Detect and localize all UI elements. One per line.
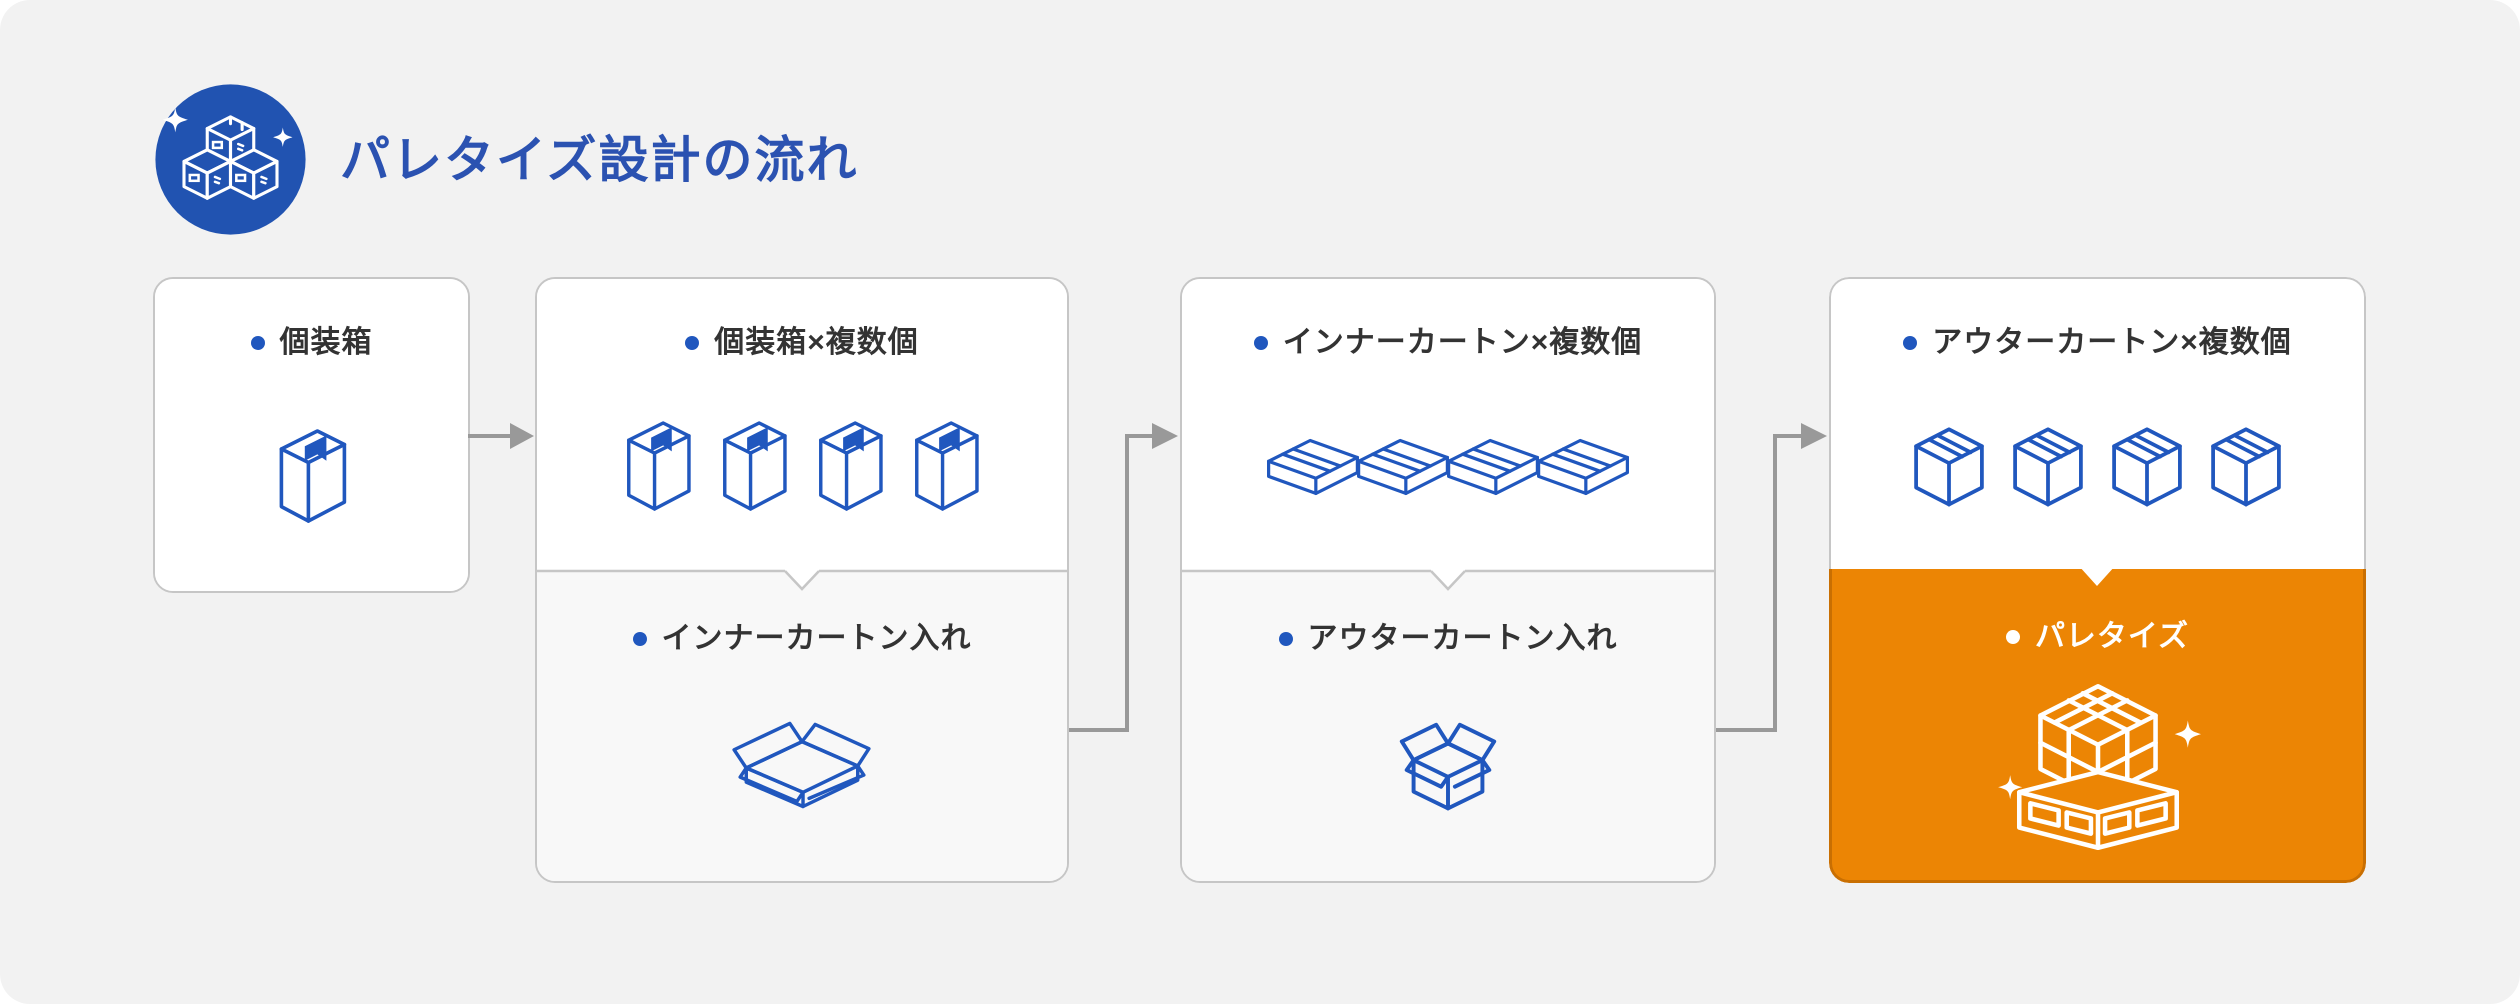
palletized-stack-icon xyxy=(1997,683,2201,850)
step-3-bottom-label: アウターカートン入れ xyxy=(1307,622,1618,655)
outer-cartons-x4-icon xyxy=(1902,418,2293,512)
step-1-label-row: 個装箱 xyxy=(250,325,373,361)
step-card-2: 個装箱×複数個 インナーカートン入れ xyxy=(535,277,1069,883)
step-1-icon-area xyxy=(155,361,468,591)
step-2-top-label-row: 個装箱×複数個 xyxy=(685,325,919,361)
step-card-4: アウターカートン×複数個 パレタイズ xyxy=(1829,277,2366,883)
open-inner-carton-icon xyxy=(732,721,871,809)
open-outer-carton-icon xyxy=(1399,722,1497,811)
step-4-bottom-label-row: パレタイズ xyxy=(2005,619,2190,655)
step-2-top-section: 個装箱×複数個 xyxy=(537,279,1067,571)
step-3-top-label-row: インナーカートン×複数個 xyxy=(1253,325,1643,361)
page-title: パレタイズ設計の流れ xyxy=(340,132,859,188)
step-1-label: 個装箱 xyxy=(279,326,373,359)
step-3-top-label: インナーカートン×複数個 xyxy=(1282,326,1643,359)
step-3-top-section: インナーカートン×複数個 xyxy=(1182,279,1714,571)
bullet-icon xyxy=(632,632,647,646)
bullet-icon xyxy=(1253,336,1268,350)
step-1-section: 個装箱 xyxy=(155,279,468,591)
step-3-top-icon-area xyxy=(1182,361,1714,571)
single-packing-box-icon xyxy=(279,429,346,523)
step-card-3: インナーカートン×複数個 アウターカートン入れ xyxy=(1180,277,1716,883)
arrow-step2-to-step3 xyxy=(1069,423,1178,732)
step-4-top-label-row: アウターカートン×複数個 xyxy=(1903,325,2292,361)
bullet-icon xyxy=(685,336,700,350)
step-4-top-label: アウターカートン×複数個 xyxy=(1932,326,2292,359)
step-2-bottom-icon-area xyxy=(537,657,1067,881)
step-2-bottom-section: インナーカートン入れ xyxy=(537,571,1067,881)
step-2-bottom-label: インナーカートン入れ xyxy=(661,622,972,655)
step-2-top-icon-area xyxy=(537,361,1067,571)
step-3-bottom-label-row: アウターカートン入れ xyxy=(1278,621,1618,657)
bullet-icon xyxy=(1278,632,1293,646)
step-3-bottom-icon-area xyxy=(1182,657,1714,881)
packing-boxes-x4-icon xyxy=(615,412,989,520)
stacked-boxes-badge-icon xyxy=(153,82,308,237)
step-4-highlight-section: パレタイズ xyxy=(1829,569,2366,883)
inner-cartons-x4-icon xyxy=(1261,432,1635,500)
bullet-icon xyxy=(2005,630,2020,644)
step-4-bottom-label: パレタイズ xyxy=(2034,620,2190,653)
step-4-top-icon-area xyxy=(1831,361,2364,569)
bullet-icon xyxy=(250,336,265,350)
step-4-bottom-icon-area xyxy=(1832,655,2363,880)
arrow-step1-to-step2 xyxy=(468,423,534,449)
bullet-icon xyxy=(1903,336,1918,350)
step-2-bottom-label-row: インナーカートン入れ xyxy=(632,621,972,657)
step-4-top-section: アウターカートン×複数個 xyxy=(1829,277,2366,569)
step-2-top-label: 個装箱×複数個 xyxy=(714,326,919,359)
step-3-bottom-section: アウターカートン入れ xyxy=(1182,571,1714,881)
step-card-1: 個装箱 xyxy=(153,277,470,593)
arrow-step3-to-step4 xyxy=(1716,423,1827,732)
